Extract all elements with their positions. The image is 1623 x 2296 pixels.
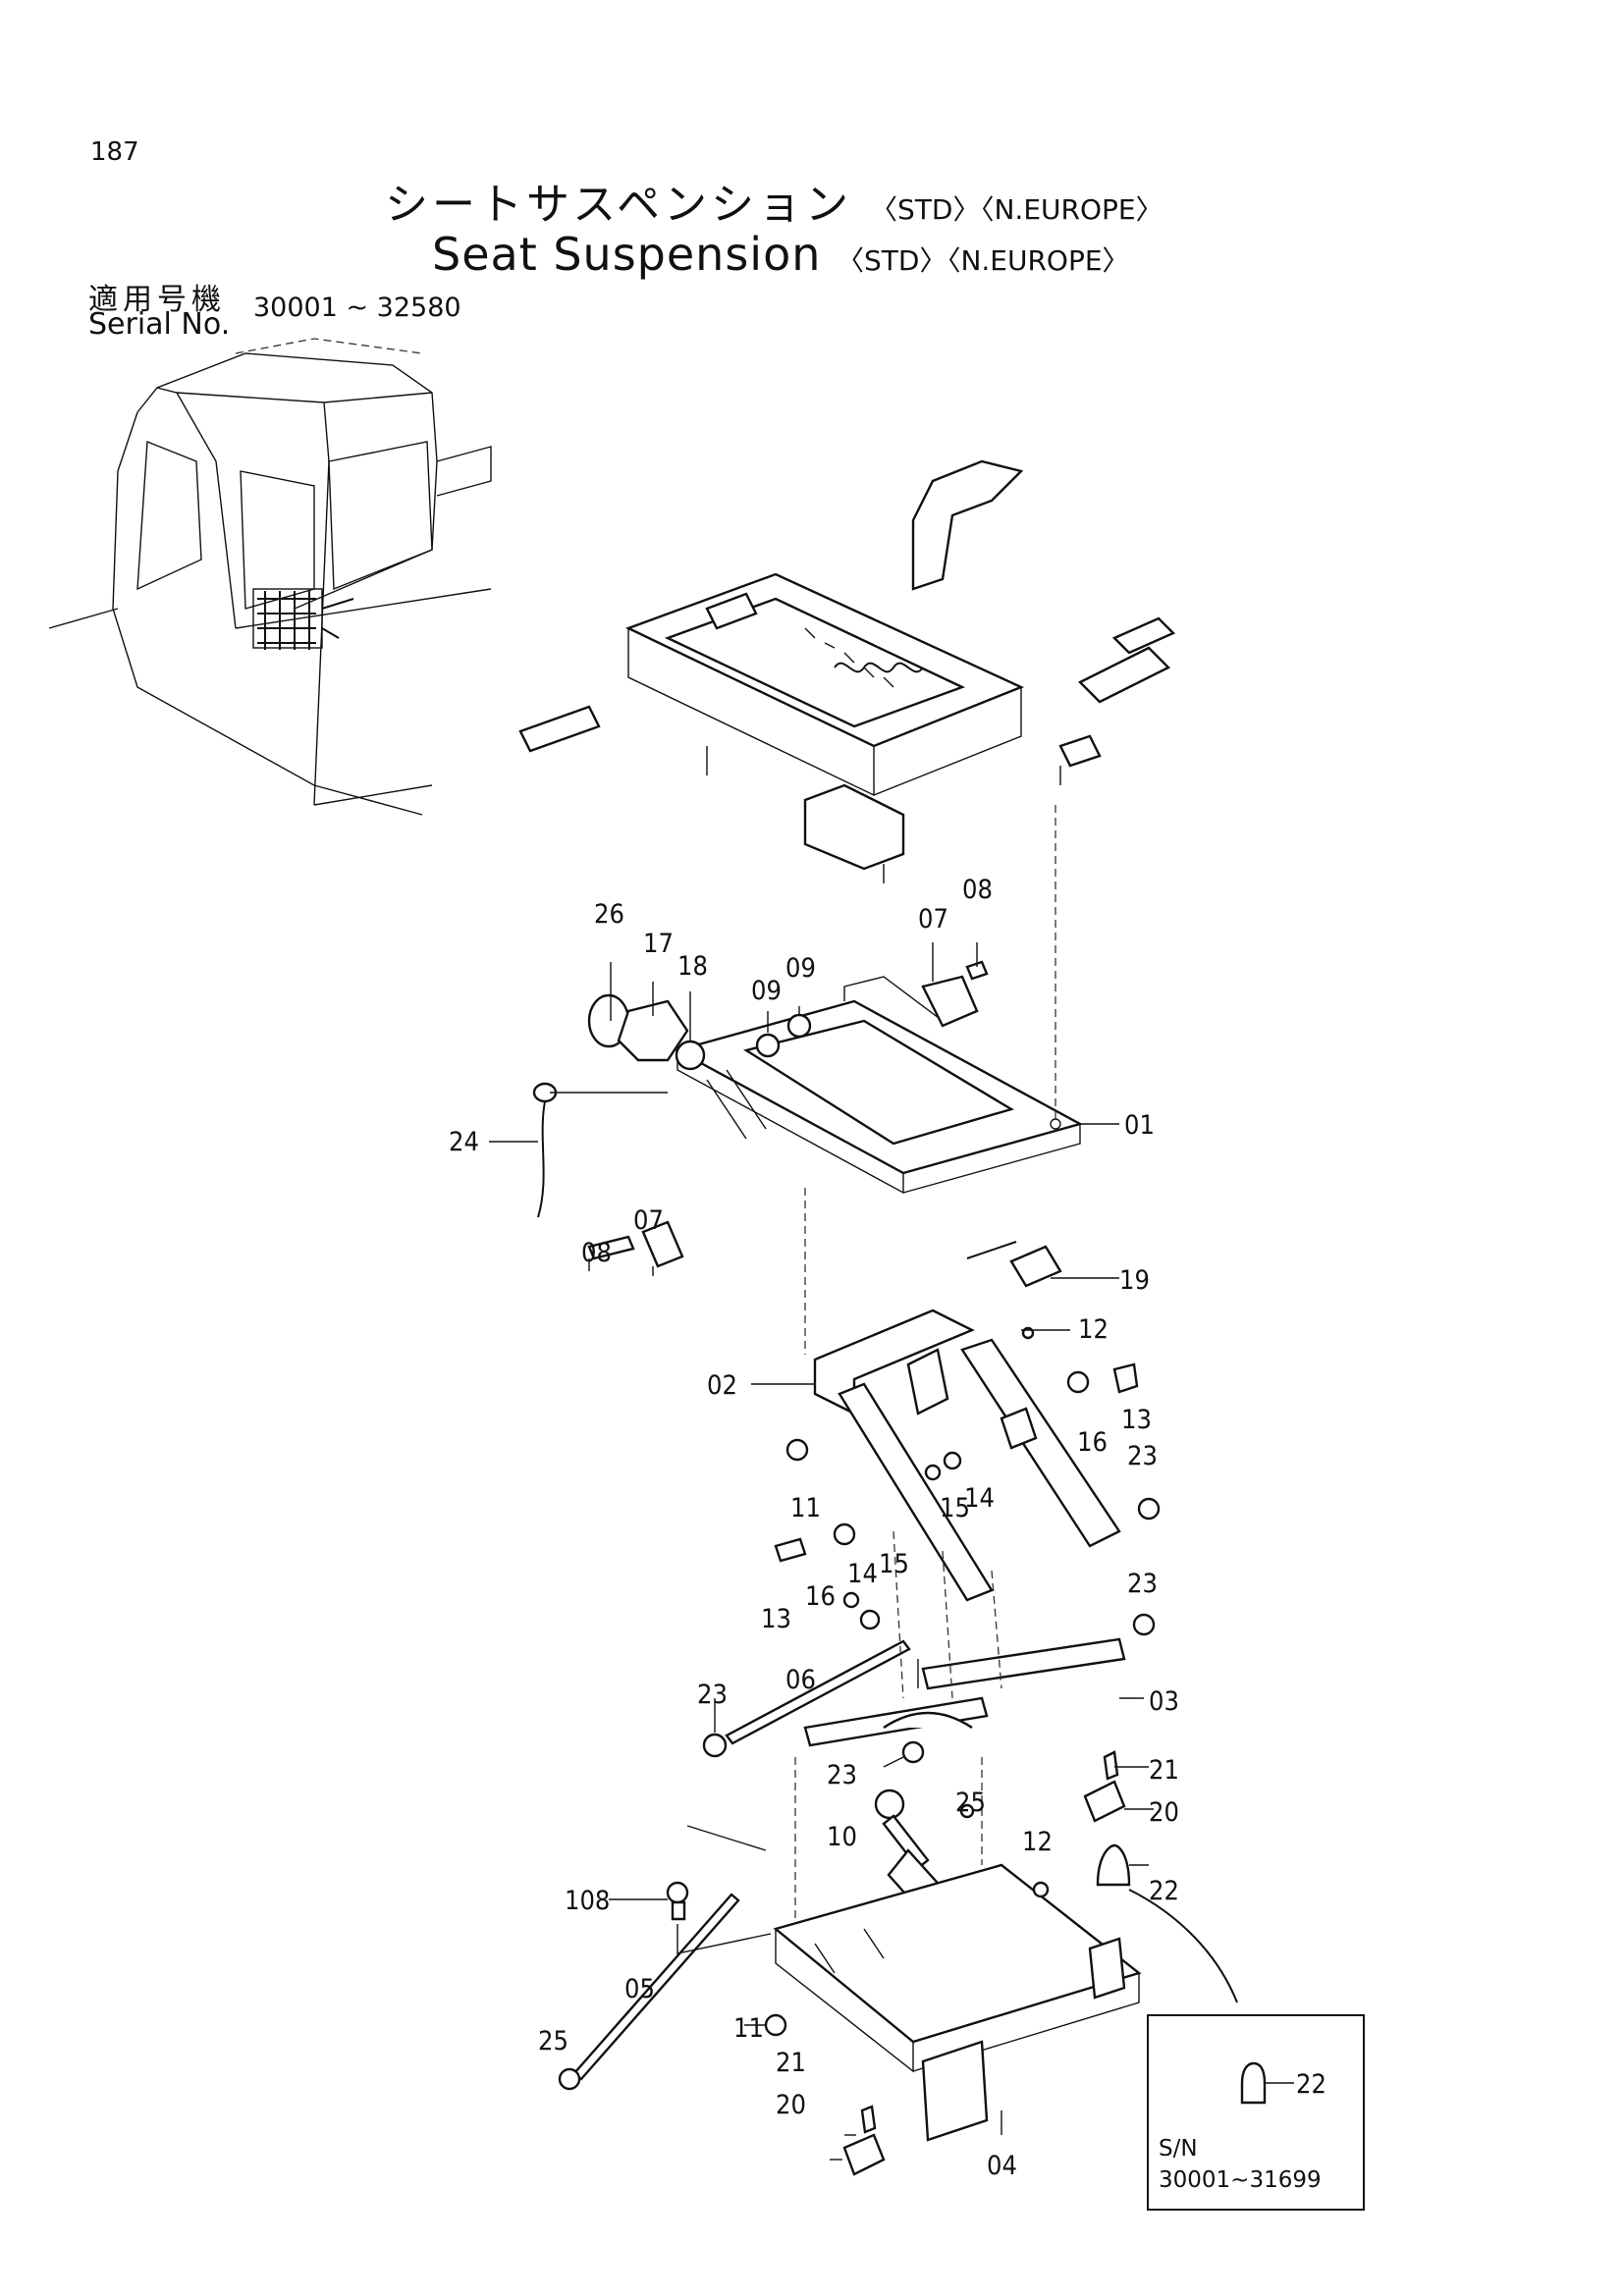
- slide-spring-illustration: [834, 662, 924, 673]
- seat-slide-rail-assembly: [518, 459, 1176, 883]
- inset-callout-22: 22: [1296, 2069, 1326, 2100]
- seat-suspension-thumbnail: [252, 588, 354, 650]
- callout-11-lower: 11: [733, 2013, 764, 2044]
- callout-16-left: 16: [805, 1581, 836, 1612]
- inset-drawing: 22: [1240, 2061, 1326, 2105]
- serial-label-en: Serial No.: [88, 307, 231, 342]
- callout-13-left: 13: [761, 1604, 791, 1634]
- callout-18: 18: [677, 951, 708, 982]
- callout-25-lower: 25: [538, 2026, 568, 2056]
- callout-14-lower: 14: [847, 1559, 878, 1589]
- callout-23-left: 23: [697, 1680, 728, 1710]
- callout-16-right: 16: [1077, 1427, 1108, 1458]
- callout-01: 01: [1124, 1110, 1155, 1141]
- callout-08-upper: 08: [962, 875, 993, 905]
- callout-23-right-upper: 23: [1127, 1441, 1158, 1471]
- callout-05: 05: [624, 1974, 655, 2004]
- inset-sn-label: S/N: [1159, 2136, 1198, 2162]
- title-jp-tags: 〈STD〉〈N.EUROPE〉: [870, 193, 1163, 226]
- base-frame-part-04: [773, 1863, 1142, 2142]
- shaft-part-06: [702, 1639, 911, 1758]
- callout-108: 108: [565, 1886, 610, 1916]
- title-en-tags: 〈STD〉〈N.EUROPE〉: [837, 244, 1130, 277]
- callout-11-upper: 11: [790, 1493, 821, 1523]
- callout-14-upper: 14: [964, 1483, 995, 1514]
- callout-25-upper: 25: [955, 1788, 986, 1818]
- callout-10: 10: [827, 1822, 857, 1852]
- callout-15-upper: 15: [940, 1493, 970, 1523]
- callout-04: 04: [987, 2151, 1017, 2181]
- callout-06: 06: [785, 1665, 816, 1695]
- title-jp-text: シートサスペンション: [385, 180, 853, 230]
- page-number: 187: [90, 137, 139, 167]
- top-plate-part-01: [674, 976, 1084, 1195]
- callout-07-upper: 07: [918, 904, 948, 934]
- title-en-text: Seat Suspension: [432, 228, 822, 281]
- callout-19: 19: [1119, 1265, 1150, 1296]
- assembly-guide-lines: [676, 805, 1056, 1954]
- callout-26: 26: [594, 899, 624, 930]
- inset-serial-variant: 22: [1147, 2014, 1365, 2211]
- serial-range: 30001 ~ 32580: [253, 293, 461, 323]
- callout-12-upper: 12: [1078, 1314, 1109, 1345]
- callout-20-left: 20: [776, 2090, 806, 2120]
- callout-03: 03: [1149, 1686, 1179, 1717]
- callout-15-lower: 15: [879, 1549, 909, 1579]
- inset-sn-range: 30001~31699: [1159, 2167, 1322, 2193]
- callout-21-right: 21: [1149, 1755, 1179, 1786]
- callout-23-middle: 23: [827, 1760, 857, 1790]
- serial-label-jp: 適用号機: [88, 283, 226, 317]
- title-english: Seat Suspension 〈STD〉〈N.EUROPE〉: [432, 228, 1130, 281]
- callout-02: 02: [707, 1370, 737, 1401]
- callout-07-lower: 07: [633, 1205, 664, 1236]
- hardware-lower: [666, 1750, 1238, 2176]
- title-japanese: シートサスペンション 〈STD〉〈N.EUROPE〉: [385, 169, 1163, 232]
- washers-bushings: [774, 1326, 1161, 1898]
- callout-13-right: 13: [1121, 1405, 1152, 1435]
- shaft-part-05: [558, 1893, 740, 2091]
- callout-17: 17: [643, 929, 674, 959]
- callout-leaders: [489, 942, 1154, 2161]
- callout-labels: 01 02 03 04 05 06 07 07 08 08 09 09 10 1…: [449, 875, 1179, 2181]
- callout-23-right-lower: 23: [1127, 1569, 1158, 1599]
- callout-12-lower: 12: [1022, 1827, 1053, 1857]
- callout-08-lower: 08: [581, 1238, 612, 1268]
- cab-overview-illustration: [48, 338, 492, 816]
- callout-09-left: 09: [751, 976, 782, 1006]
- callout-24: 24: [449, 1127, 479, 1157]
- callout-20-right: 20: [1149, 1797, 1179, 1828]
- callout-22: 22: [1149, 1876, 1179, 1906]
- callout-09-right: 09: [785, 953, 816, 984]
- callout-21-left: 21: [776, 2048, 806, 2078]
- scissor-linkage: [803, 1241, 1126, 1747]
